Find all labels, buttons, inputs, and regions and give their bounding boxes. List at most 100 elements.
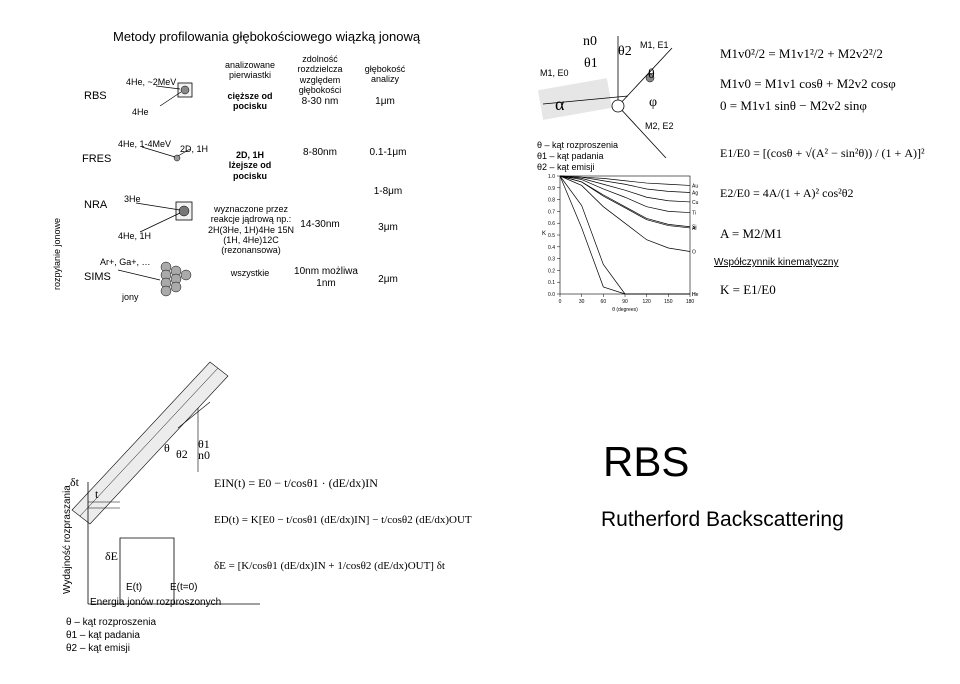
rbs-ion-scattered: 4He (132, 107, 149, 117)
collision-diagram (538, 36, 673, 159)
legend-emission: θ2 – kąt emisji (537, 162, 595, 172)
legend-incidence: θ1 – kąt padania (537, 151, 604, 161)
series-label-cu: Cu (692, 200, 699, 206)
col-header-resolution: zdolność rozdzielcza względem głębokości (297, 54, 343, 96)
x-axis-label: θ (degrees) (612, 307, 638, 313)
slide-rbs-title: RBS Rutherford Backscattering (480, 342, 960, 684)
eq-ein: EIN(t) = E0 − t/cosθ1 · (dE/dx)IN (214, 476, 378, 490)
series-label-ag: Ag (692, 191, 698, 197)
rbs-elements: cięższe od pocisku (227, 91, 273, 112)
label-phi: φ (649, 95, 658, 110)
series-label-ti: Ti (692, 211, 696, 217)
y-tick-label: 0.1 (548, 280, 555, 286)
rbs-ion-energy: 4He, ~2MeV (126, 77, 177, 87)
slide-kinematics: n0 θ2 θ1 θ φ α M1, E0 M1, E1 M2, E2 M1v0… (480, 0, 960, 330)
y-tick-label: 0.6 (548, 221, 555, 227)
nra-atom (178, 205, 190, 217)
eq-a: A = M2/M1 (720, 226, 783, 241)
label-n0: n0 (583, 34, 597, 49)
target-atom (611, 99, 625, 113)
label-theta: θ (648, 67, 655, 82)
y-tick-label: 0.0 (548, 292, 555, 298)
method-nra: NRA (84, 199, 108, 211)
label-alpha: α (555, 94, 565, 114)
series-line-ag (559, 175, 691, 193)
sims-ions: Ar+, Ga+, … (100, 257, 151, 267)
label-theta: θ (164, 441, 170, 455)
x-tick-label: 150 (664, 299, 673, 305)
label-t: t (95, 487, 99, 501)
rbs-acronym: RBS (603, 438, 690, 485)
method-sketches (117, 82, 193, 297)
label-m1e0: M1, E0 (540, 68, 569, 78)
method-fres: FRES (82, 153, 112, 165)
eq-de: δE = [K/cosθ1 (dE/dx)IN + 1/cosθ2 (dE/dx… (214, 560, 445, 572)
x-tick-label: 120 (642, 299, 651, 305)
x-tick-label: 0 (559, 299, 562, 305)
sims-elements: wszystkie (230, 268, 270, 278)
fres-resolution: 8-80nm (303, 147, 337, 158)
legend-scattering: θ – kąt rozproszenia (537, 140, 619, 150)
x-axis-label: Energia jonów rozproszonych (90, 597, 222, 608)
fres-depth: 0.1-1μm (369, 147, 407, 158)
nra-depth-range: 1-8μm (373, 186, 403, 197)
plot-frame (559, 175, 691, 295)
series-line-ti (559, 175, 691, 213)
kinematic-factor-caption: Współczynnik kinematyczny (714, 257, 839, 268)
series-label-al: Al (692, 226, 696, 232)
series-line-he (559, 175, 690, 295)
label-et: E(t) (126, 582, 143, 593)
series-label-si: Si (692, 225, 696, 231)
label-theta1: θ1 (198, 437, 210, 451)
ion (645, 73, 655, 83)
fres-ion-energy: 4He, 1-4MeV (118, 139, 172, 149)
legend-emission-2: θ2 – kąt emisji (66, 643, 130, 654)
col-header-elements: analizowane pierwiastki (224, 60, 276, 81)
fres-atom (173, 154, 181, 162)
series-line-cu (559, 175, 691, 203)
series-label-au: Au (692, 183, 698, 189)
fres-ion-recoil: 2D, 1H (180, 144, 209, 154)
legend-scattering-2: θ – kąt rozproszenia (66, 617, 157, 628)
rbs-resolution: 8-30 nm (301, 96, 339, 107)
y-tick-label: 0.9 (548, 186, 555, 192)
label-theta2: θ2 (618, 44, 632, 59)
label-m1e1: M1, E1 (640, 40, 669, 50)
y-tick-label: 0.2 (548, 268, 555, 274)
nra-depth: 3μm (378, 222, 398, 233)
nra-resolution: 14-30nm (300, 219, 340, 230)
series-label-h: H (692, 292, 696, 298)
eq-momentum-x: M1v0 = M1v1 cosθ + M2v2 cosφ (720, 76, 896, 91)
slide-depth-profile: δt t δE E(t) E(t=0) θ θ1 θ2 n0 Wydajność… (0, 342, 480, 684)
label-theta2: θ2 (176, 447, 188, 461)
eq-e1: E1/E0 = [(cosθ + √(A² − sin²θ)) / (1 + A… (720, 146, 925, 160)
label-de: δE (105, 549, 118, 563)
method-rbs: RBS (84, 90, 107, 102)
fres-elements: 2D, 1H lżejsze od pocisku (228, 150, 272, 181)
slide-methods-table: Metody profilowania głębokościowego wiąz… (0, 0, 480, 330)
label-e0: E(t=0) (170, 582, 198, 593)
eq-k: K = E1/E0 (720, 282, 776, 297)
eq-e2: E2/E0 = 4A/(1 + A)² cos²θ2 (720, 186, 854, 200)
sims-ions-label: jony (122, 292, 139, 302)
label-n0: n0 (198, 448, 210, 462)
spectrum (119, 537, 175, 604)
series-label-he: He (692, 292, 699, 298)
y-tick-label: 0.8 (548, 198, 555, 204)
depth-spectrum-diagram (71, 361, 260, 605)
nra-ion-in: 4He, 1H (118, 231, 152, 241)
sims-resolution: 10nm możliwa 1nm (294, 266, 358, 289)
y-tick-label: 0.7 (548, 209, 555, 215)
series-line-o (559, 175, 691, 252)
y-axis-label: Wydajność rozpraszania (62, 485, 73, 594)
sims-target (160, 261, 192, 297)
series-label-o: O (692, 250, 696, 256)
x-tick-label: 60 (601, 299, 607, 305)
x-tick-label: 90 (622, 299, 628, 305)
y-tick-label: 0.3 (548, 257, 555, 263)
y-axis-label: K (542, 231, 546, 237)
y-tick-label: 1.0 (548, 174, 555, 180)
series-line-h (559, 175, 690, 295)
nra-elements: wyznaczone przez reakcje jądrową np.: 2H… (207, 204, 295, 256)
